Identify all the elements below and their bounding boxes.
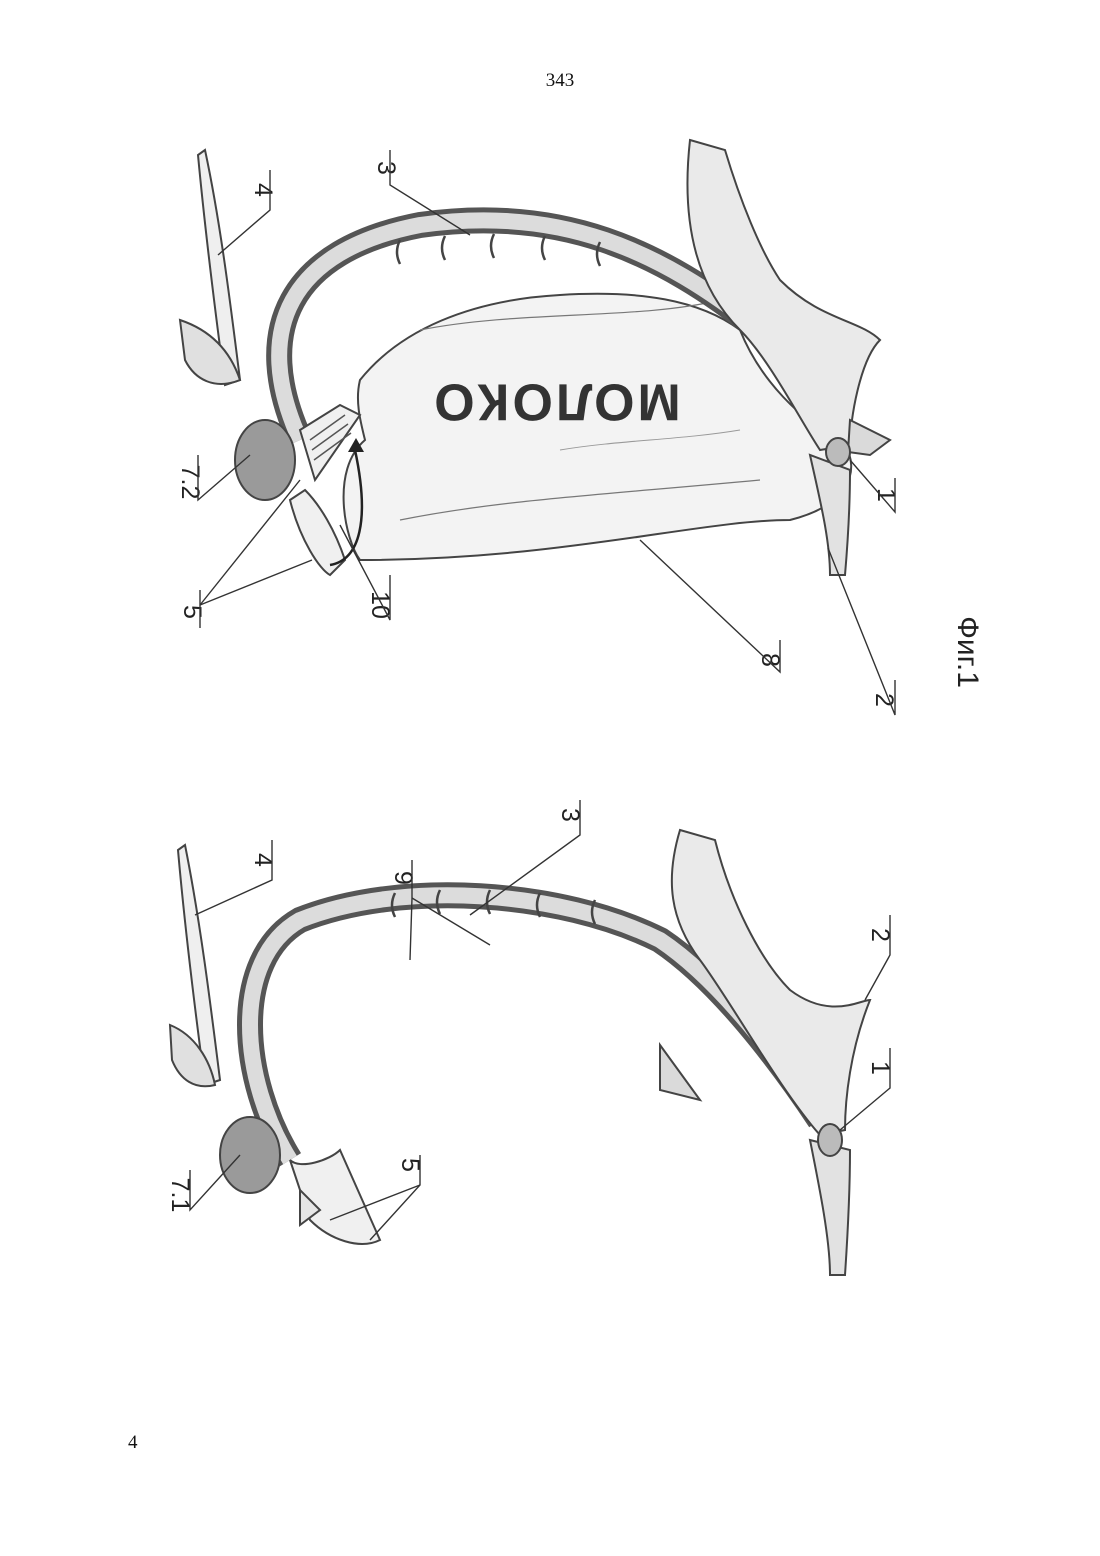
- left-assembly: [170, 830, 870, 1275]
- pivot-joint: [826, 438, 850, 466]
- foot-lower-fin-left: [810, 1140, 850, 1275]
- label-right-4: 4: [249, 183, 277, 197]
- label-right-3: 3: [372, 161, 400, 175]
- valve-head-left: [220, 1117, 280, 1193]
- label-right-2: 2: [870, 693, 898, 707]
- label-right-5: 5: [178, 605, 206, 619]
- foot-side-fin: [848, 420, 890, 455]
- label-left-4: 4: [249, 853, 277, 867]
- right-assembly: МОЛОКО: [180, 140, 890, 575]
- pivot-joint-left: [818, 1124, 842, 1156]
- foot-side-fin-left: [660, 1045, 700, 1100]
- bag-text: МОЛОКО: [431, 372, 681, 430]
- label-left-9: 9: [389, 871, 417, 885]
- figure-caption: Фиг.1: [951, 616, 984, 688]
- foot-lower-fin: [810, 455, 850, 575]
- label-right-7-2: 7.2: [176, 465, 204, 500]
